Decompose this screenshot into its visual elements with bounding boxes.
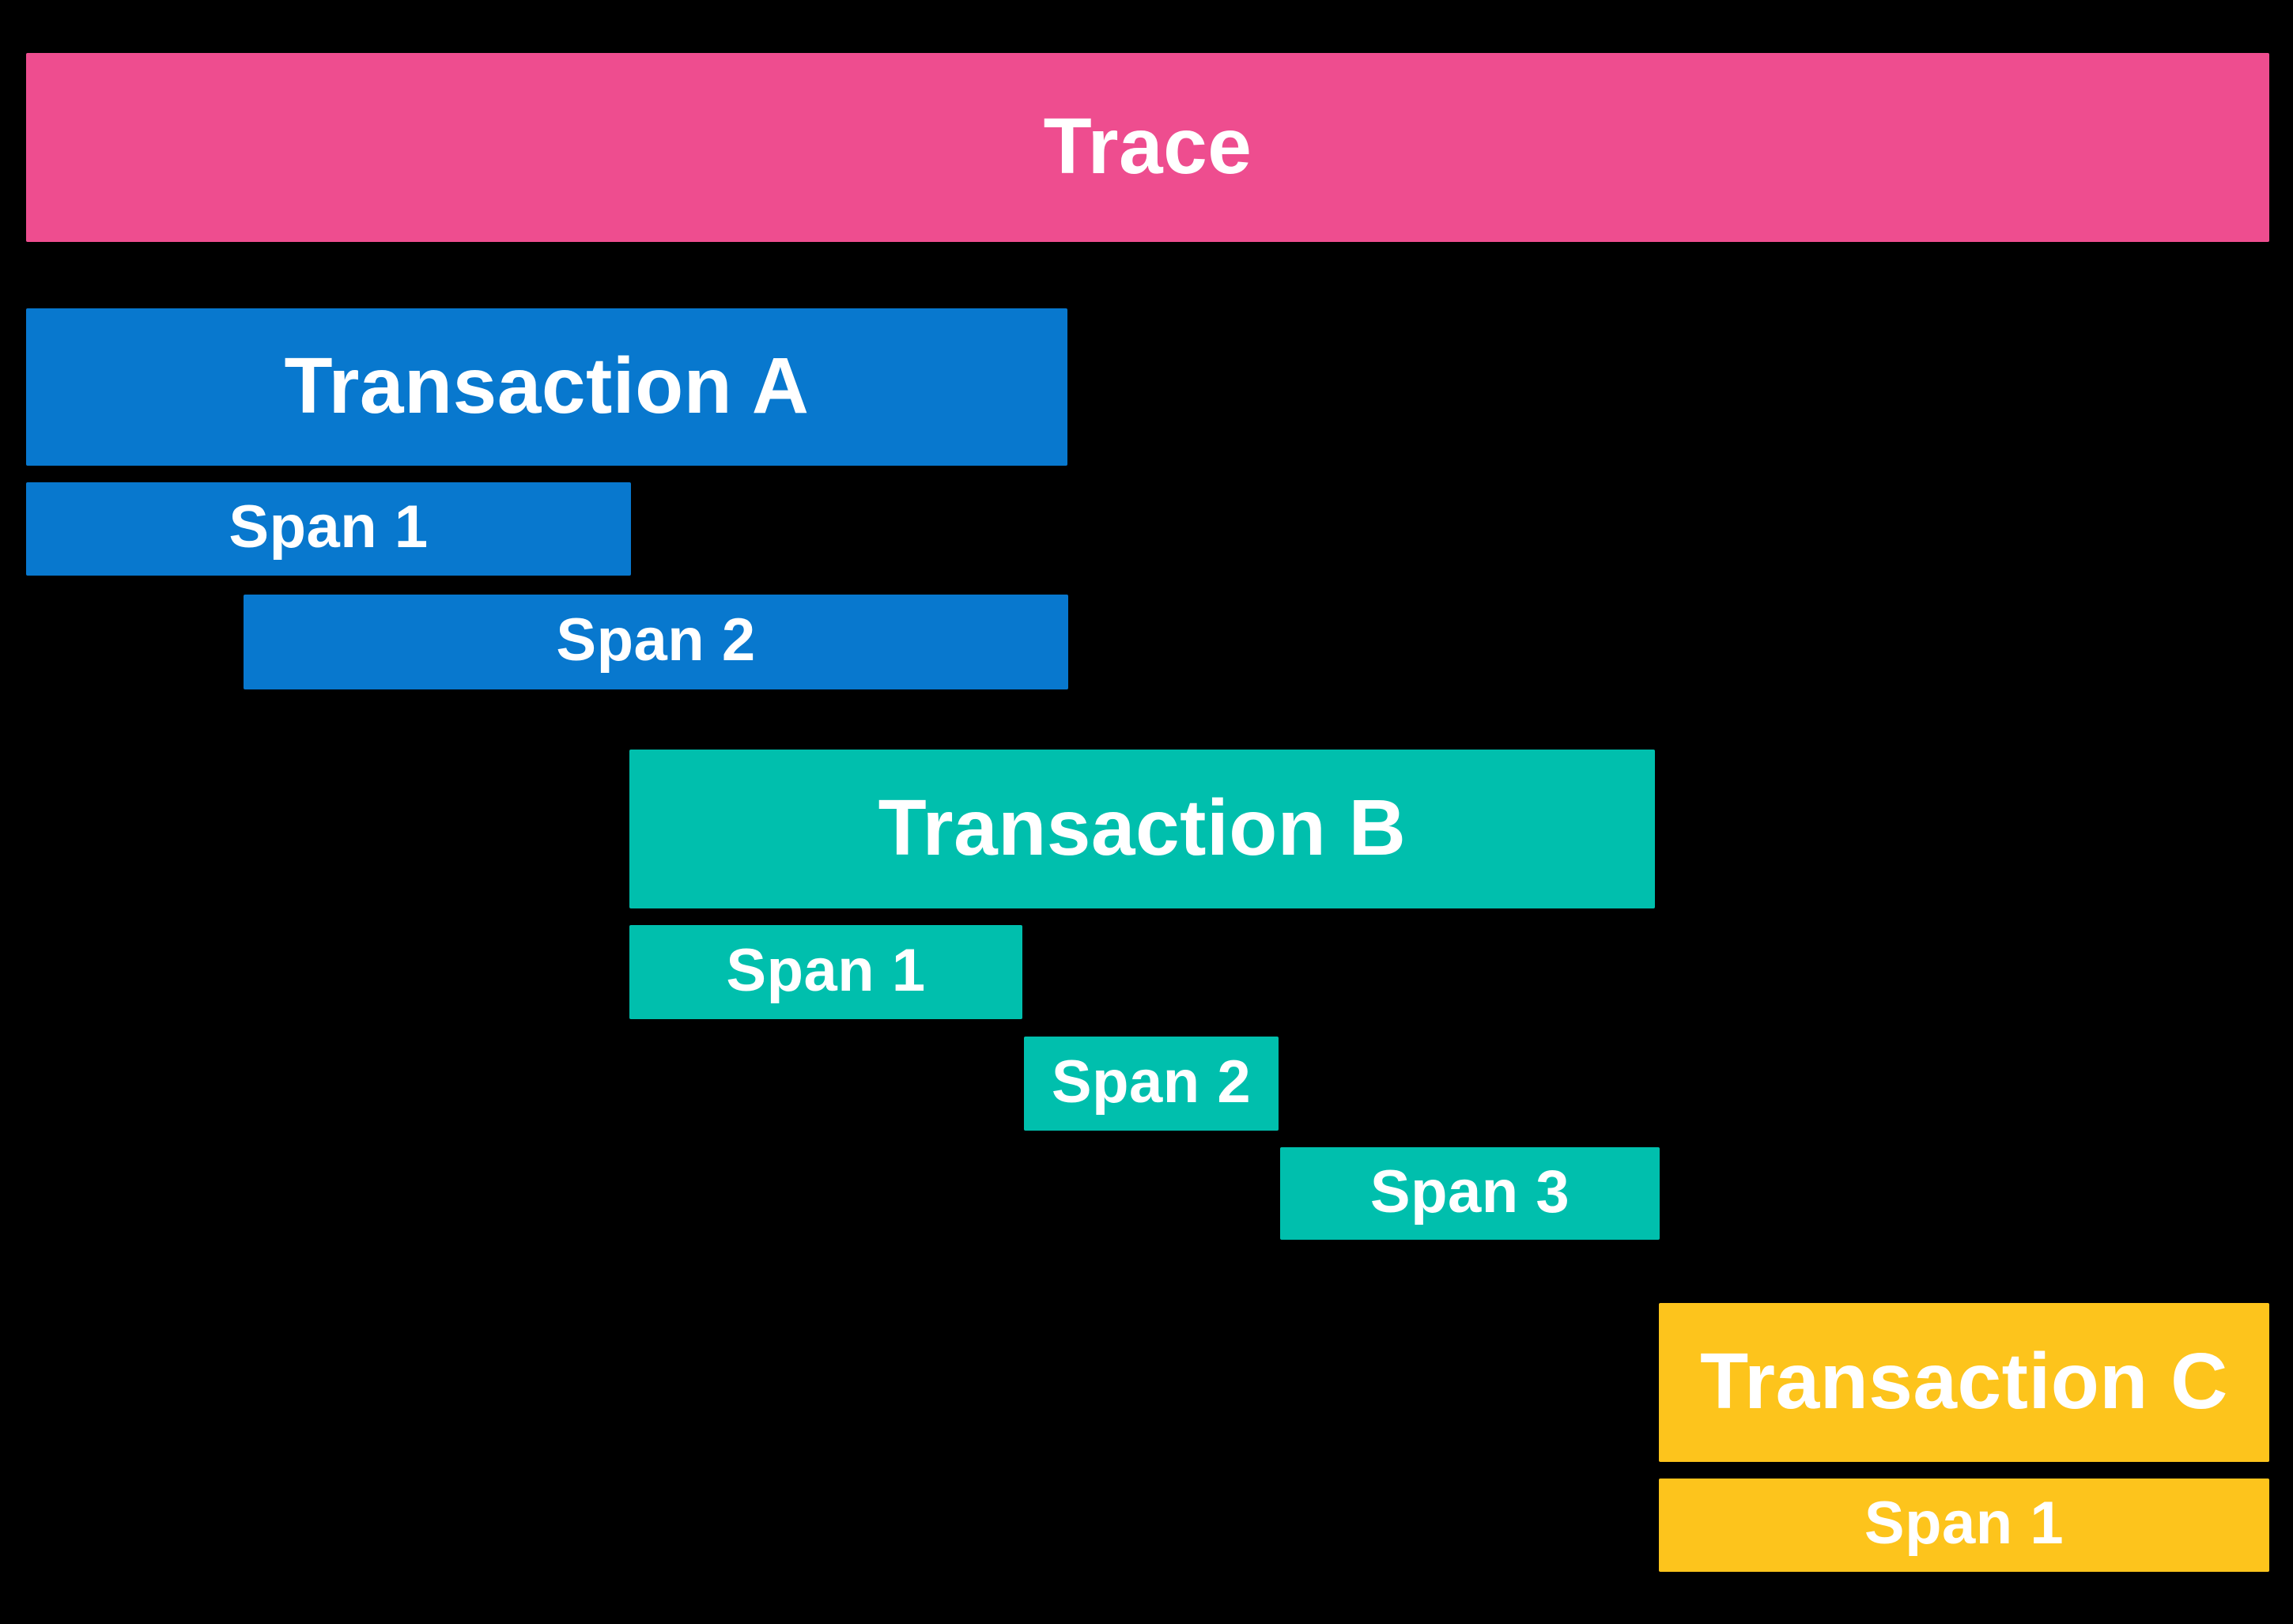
transaction-b-bar: Transaction B	[629, 750, 1655, 908]
transaction-b-span-1-label: Span 1	[726, 936, 926, 1004]
transaction-c-bar: Transaction C	[1659, 1303, 2269, 1462]
transaction-a-span-1-label: Span 1	[229, 493, 429, 561]
transaction-a-label: Transaction A	[284, 341, 810, 430]
transaction-b-span-2-bar: Span 2	[1024, 1037, 1279, 1131]
transaction-b-label: Transaction B	[878, 783, 1407, 872]
transaction-b-span-3-bar: Span 3	[1280, 1147, 1660, 1240]
transaction-c-label: Transaction C	[1700, 1336, 2228, 1426]
transaction-a-bar: Transaction A	[26, 308, 1067, 466]
transaction-c-span-1-label: Span 1	[1864, 1490, 2064, 1557]
transaction-b-span-3-label: Span 3	[1369, 1158, 1570, 1226]
transaction-b-span-2-label: Span 2	[1051, 1048, 1252, 1116]
transaction-c-span-1-bar: Span 1	[1659, 1479, 2269, 1572]
transaction-b-span-1-bar: Span 1	[629, 925, 1022, 1019]
transaction-a-span-2-bar: Span 2	[244, 595, 1068, 689]
transaction-a-span-1-bar: Span 1	[26, 482, 631, 576]
trace-bar: Trace	[26, 53, 2269, 242]
transaction-a-span-2-label: Span 2	[556, 606, 756, 674]
trace-label: Trace	[1043, 101, 1252, 191]
